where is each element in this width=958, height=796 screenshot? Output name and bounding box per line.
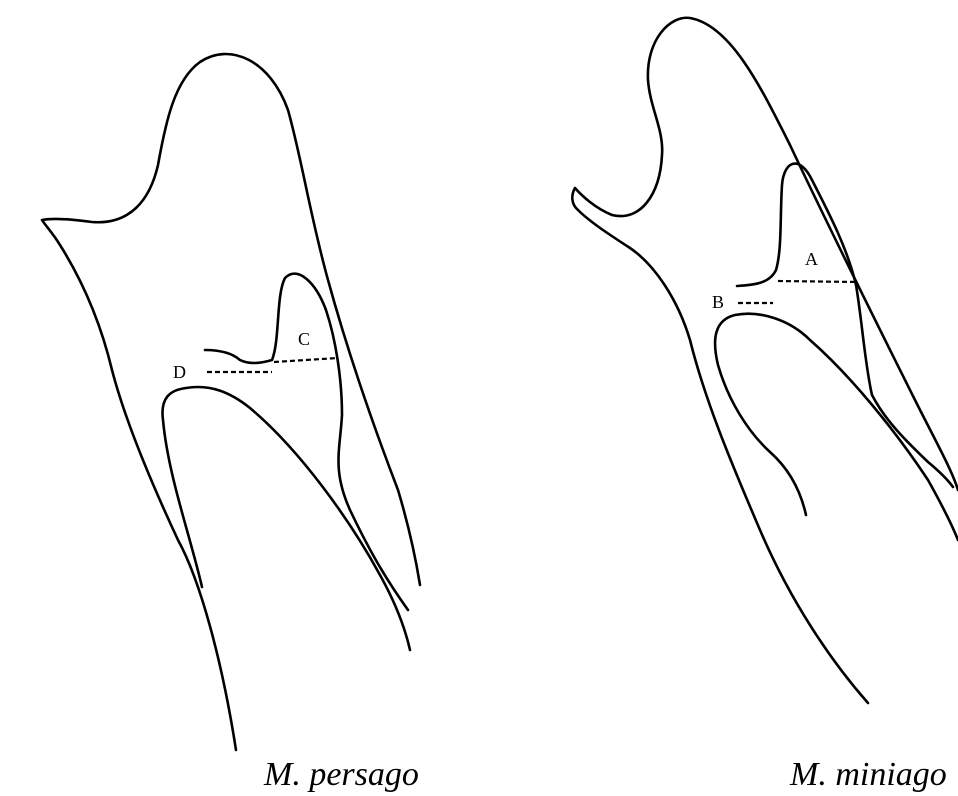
right-inner-lobe-outline <box>715 314 958 540</box>
right-outer-outline <box>572 18 958 703</box>
right-specimen: A B M. miniago <box>572 18 958 793</box>
left-inner-lobe-outline <box>162 387 410 650</box>
left-notch-outline <box>205 274 408 610</box>
label-d: D <box>173 362 186 382</box>
label-a: A <box>805 249 818 269</box>
left-outer-outline <box>42 54 420 750</box>
left-measure-line-c <box>274 358 338 362</box>
left-caption: M. persago <box>263 756 419 793</box>
right-caption: M. miniago <box>789 756 947 793</box>
left-specimen: C D M. persago <box>42 54 420 793</box>
label-c: C <box>298 329 310 349</box>
label-b: B <box>712 292 724 312</box>
right-measure-line-a <box>778 281 858 282</box>
right-notch-outline <box>737 164 953 487</box>
